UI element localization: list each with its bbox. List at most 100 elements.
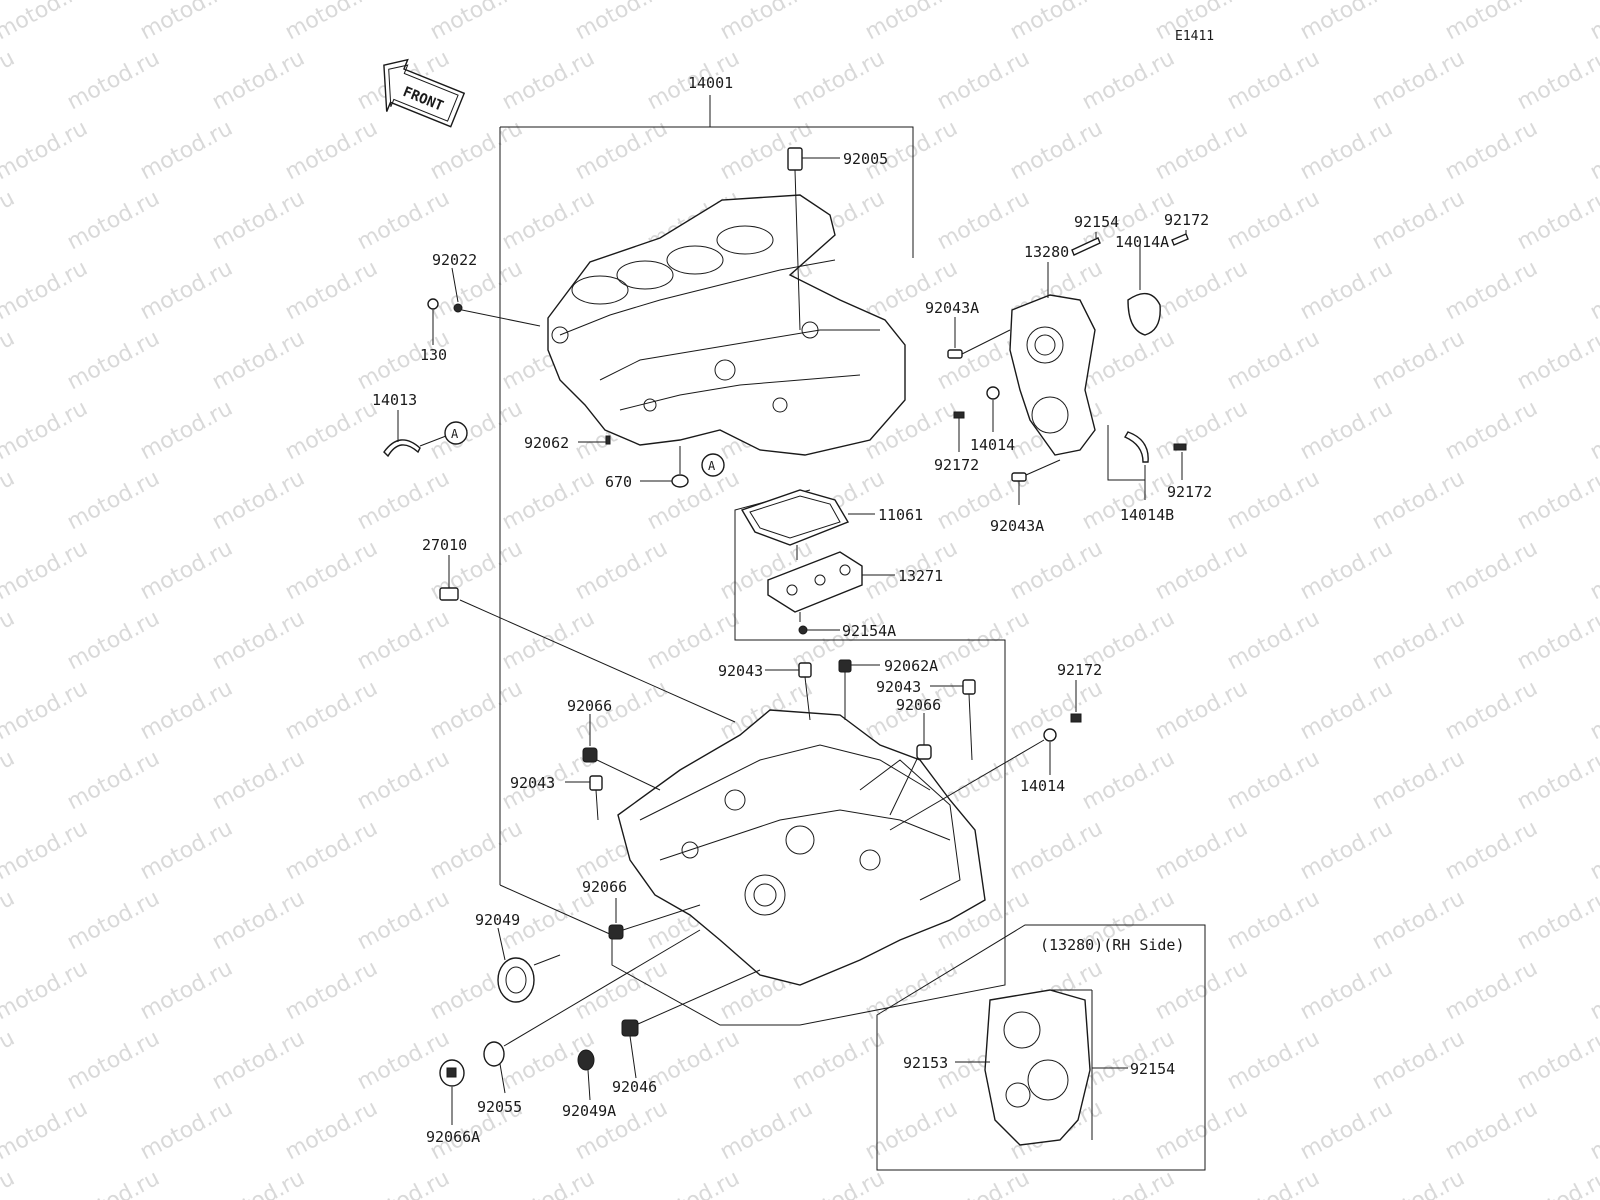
watermark-text: motod.ru bbox=[136, 676, 237, 745]
part-92022-and-130 bbox=[427, 267, 541, 345]
watermark-text: motod.ru bbox=[933, 46, 1034, 115]
part-92066-c bbox=[608, 898, 701, 940]
watermark-text: motod.ru bbox=[1368, 186, 1469, 255]
callout-27010: 27010 bbox=[422, 536, 467, 554]
watermark-text: motod.ru bbox=[498, 186, 599, 255]
watermark-text: motod.ru bbox=[63, 1166, 164, 1200]
watermark-text: motod.ru bbox=[63, 46, 164, 115]
callout-92055: 92055 bbox=[477, 1098, 522, 1116]
watermark-text: motod.ru bbox=[571, 116, 672, 185]
callout-92049: 92049 bbox=[475, 911, 520, 929]
watermark-text: motod.ru bbox=[933, 1166, 1034, 1200]
watermark-text: motod.ru bbox=[136, 116, 237, 185]
watermark-text: motod.ru bbox=[643, 1026, 744, 1095]
watermark-text: motod.ru bbox=[0, 746, 19, 815]
watermark-text: motod.ru bbox=[281, 256, 382, 325]
callout-92049A: 92049A bbox=[562, 1102, 616, 1120]
watermark-text: motod.ru bbox=[788, 46, 889, 115]
callout-11061: 11061 bbox=[878, 506, 923, 524]
watermark-text: motod.ru bbox=[1368, 1166, 1469, 1200]
watermark-text: motod.ru bbox=[1586, 116, 1600, 185]
part-13271 bbox=[767, 551, 895, 622]
callout-92066-b: 92066 bbox=[896, 696, 941, 714]
watermark-text: motod.ru bbox=[1151, 256, 1252, 325]
part-92043-c bbox=[565, 775, 603, 821]
part-92055 bbox=[483, 929, 701, 1094]
watermark-text: motod.ru bbox=[0, 956, 92, 1025]
watermark-text: motod.ru bbox=[0, 256, 92, 325]
part-11061 bbox=[740, 489, 875, 560]
watermark-text: motod.ru bbox=[0, 326, 19, 395]
watermark-text: motod.ru bbox=[861, 0, 962, 45]
part-27010 bbox=[439, 555, 736, 723]
watermark-text: motod.ru bbox=[1223, 1026, 1324, 1095]
watermark-text: motod.ru bbox=[861, 1096, 962, 1165]
watermark-text: motod.ru bbox=[281, 536, 382, 605]
watermark-text: motod.ru bbox=[1441, 956, 1542, 1025]
watermark-text: motod.ru bbox=[1151, 816, 1252, 885]
watermark-text: motod.ru bbox=[208, 1166, 309, 1200]
callout-14014B: 14014B bbox=[1120, 506, 1174, 524]
watermark-text: motod.ru bbox=[353, 746, 454, 815]
watermark-text: motod.ru bbox=[788, 1026, 889, 1095]
watermark-text: motod.ru bbox=[1368, 326, 1469, 395]
watermark-text: motod.ru bbox=[208, 466, 309, 535]
watermark-text: motod.ru bbox=[208, 886, 309, 955]
watermark-text: motod.ru bbox=[208, 186, 309, 255]
watermark-text: motod.ru bbox=[353, 466, 454, 535]
watermark-text: motod.ru bbox=[498, 606, 599, 675]
watermark-text: motod.ru bbox=[1078, 746, 1179, 815]
watermark-text: motod.ru bbox=[1296, 956, 1397, 1025]
part-92062 bbox=[578, 435, 611, 445]
watermark-text: motod.ru bbox=[1151, 956, 1252, 1025]
watermark-text: motod.ru bbox=[1586, 1096, 1600, 1165]
watermark-text: motod.ru bbox=[63, 1026, 164, 1095]
watermark-text: motod.ru bbox=[1441, 816, 1542, 885]
inset-title: (13280)(RH Side) bbox=[1040, 936, 1185, 954]
watermark-text: motod.ru bbox=[498, 466, 599, 535]
part-92172-mid bbox=[953, 411, 965, 452]
watermark-text: motod.ru bbox=[1296, 536, 1397, 605]
watermark-text: motod.ru bbox=[643, 466, 744, 535]
watermark-text: motod.ru bbox=[1223, 886, 1324, 955]
watermark-text: motod.ru bbox=[1223, 1166, 1324, 1200]
watermark-text: motod.ru bbox=[1296, 1096, 1397, 1165]
watermark-text: motod.ru bbox=[0, 116, 92, 185]
watermark-text: motod.ru bbox=[63, 606, 164, 675]
watermark-text: motod.ru bbox=[353, 886, 454, 955]
part-92066A bbox=[439, 1059, 465, 1125]
callout-92172-mid: 92172 bbox=[934, 456, 979, 474]
callout-92005: 92005 bbox=[843, 150, 888, 168]
part-92005 bbox=[787, 147, 840, 331]
part-92066-b bbox=[889, 713, 932, 816]
part-92172-top bbox=[1171, 230, 1189, 246]
watermark-text: motod.ru bbox=[136, 396, 237, 465]
watermark-text: motod.ru bbox=[1368, 46, 1469, 115]
watermark-text: motod.ru bbox=[1586, 396, 1600, 465]
part-92043A-bottom bbox=[1011, 459, 1061, 505]
watermark-text: motod.ru bbox=[1296, 0, 1397, 45]
watermark-text: motod.ru bbox=[1296, 396, 1397, 465]
watermark-text: motod.ru bbox=[63, 326, 164, 395]
part-92043A-top bbox=[947, 317, 1011, 359]
watermark-text: motod.ru bbox=[1513, 1026, 1600, 1095]
watermark-text: motod.ru bbox=[0, 1166, 19, 1200]
watermark-text: motod.ru bbox=[426, 116, 527, 185]
watermark-text: motod.ru bbox=[353, 186, 454, 255]
watermark-text: motod.ru bbox=[1368, 886, 1469, 955]
watermark-text: motod.ru bbox=[933, 186, 1034, 255]
watermark-text: motod.ru bbox=[1223, 746, 1324, 815]
watermark-text: motod.ru bbox=[1223, 46, 1324, 115]
watermark-text: motod.ru bbox=[1296, 676, 1397, 745]
watermark-text: motod.ru bbox=[1368, 1026, 1469, 1095]
watermark-text: motod.ru bbox=[426, 396, 527, 465]
callout-670: 670 bbox=[605, 473, 632, 491]
watermark-text: motod.ru bbox=[1296, 816, 1397, 885]
watermark-text: motod.ru bbox=[1586, 256, 1600, 325]
watermark-text: motod.ru bbox=[63, 886, 164, 955]
watermark-text: motod.ru bbox=[281, 676, 382, 745]
callout-92022: 92022 bbox=[432, 251, 477, 269]
part-92172-right bbox=[1173, 443, 1187, 480]
watermark-text: motod.ru bbox=[1006, 116, 1107, 185]
